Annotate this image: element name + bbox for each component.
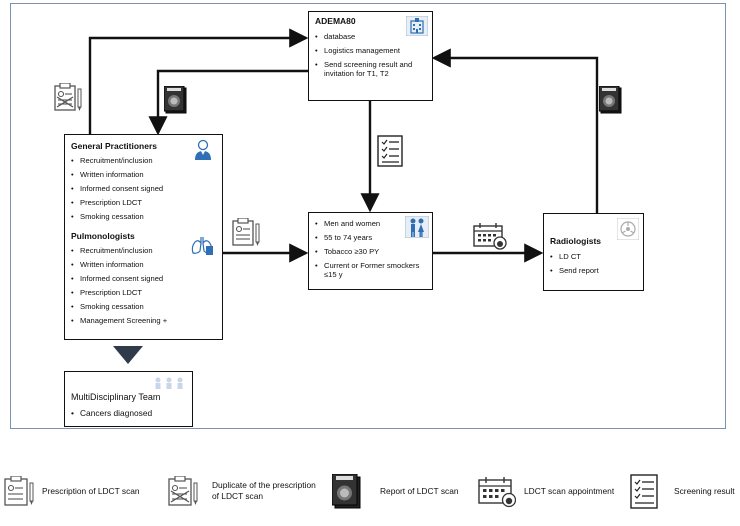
population-item: Men and women — [315, 219, 426, 229]
gp-item: Informed consent signed — [71, 184, 216, 194]
legend-label: LDCT scan appointment — [524, 486, 615, 496]
mdt-item: Cancers diagnosed — [71, 408, 186, 418]
mdt-title: MultiDisciplinary Team — [71, 392, 161, 402]
gp-item: Smoking cessation — [71, 212, 216, 222]
doctors-box: General Practitioners Recruitment/inclus… — [64, 134, 223, 340]
gp-title: General Practitioners — [71, 141, 157, 151]
pulmo-item: Informed consent signed — [71, 274, 216, 284]
arrow-gp-to-adema — [88, 28, 309, 138]
radiologists-box: Radiologists LD CT Send report — [543, 213, 644, 291]
radiologists-title: Radiologists — [550, 236, 602, 246]
gp-item: Recruitment/inclusion — [71, 156, 216, 166]
screening-result-icon — [377, 135, 405, 174]
team-icon — [152, 375, 186, 394]
pulmo-item: Written information — [71, 260, 216, 270]
pulmo-item: Management Screening + — [71, 316, 216, 326]
report-icon — [163, 85, 188, 119]
population-box: Men and women 55 to 74 years Tobacco ≥30… — [308, 212, 433, 290]
arrow-radio-to-adema — [431, 48, 599, 213]
prescription-icon — [4, 475, 36, 513]
pulmo-item: Prescription LDCT — [71, 288, 216, 298]
adema80-item: database — [315, 32, 426, 42]
couple-icon — [404, 215, 430, 243]
prescription-icon — [232, 217, 262, 253]
adema80-title: ADEMA80 — [315, 16, 356, 26]
diagram-frame — [10, 3, 726, 429]
radiologists-item: LD CT — [550, 252, 637, 262]
legend-appointment: LDCT scan appointment — [478, 460, 628, 520]
adema80-item: Send screening result and invitation for… — [315, 60, 426, 78]
legend-label: Screening result — [674, 486, 735, 496]
hospital-icon — [405, 15, 429, 41]
legend-label: Report of LDCT scan — [380, 486, 459, 496]
arrow-adema-to-gp — [148, 69, 308, 136]
legend-report: Report of LDCT scan — [331, 460, 472, 520]
calendar-appointment-icon — [478, 476, 517, 513]
legend-label: Prescription of LDCT scan — [42, 486, 140, 496]
doctor-icon — [194, 139, 212, 166]
population-item: Tobacco ≥30 PY — [315, 247, 426, 257]
calendar-appointment-icon — [473, 222, 507, 255]
pulmo-title: Pulmonologists — [71, 231, 135, 241]
adema80-item: Logistics management — [315, 46, 426, 56]
mdt-box: MultiDisciplinary Team Cancers diagnosed — [64, 371, 193, 427]
lungs-icon — [190, 234, 214, 261]
duplicate-prescription-icon — [168, 475, 200, 515]
radiologists-item: Send report — [550, 266, 637, 276]
pulmo-item: Recruitment/inclusion — [71, 246, 216, 256]
triangle-to-mdt — [113, 346, 143, 364]
legend-duplicate: Duplicate of the prescription of LDCT sc… — [168, 460, 328, 520]
report-icon — [598, 85, 623, 119]
legend-screening: Screening result — [630, 460, 738, 520]
radiology-icon — [616, 217, 640, 245]
adema80-box: ADEMA80 database Logistics management Se… — [308, 11, 433, 101]
screening-result-icon — [630, 474, 660, 515]
legend-label: Duplicate of the prescription of LDCT sc… — [212, 480, 316, 501]
population-item: Current or Former smockers ≤15 y — [315, 261, 426, 279]
population-item: 55 to 74 years — [315, 233, 426, 243]
duplicate-prescription-icon — [54, 82, 84, 120]
gp-item: Prescription LDCT — [71, 198, 216, 208]
gp-item: Written information — [71, 170, 216, 180]
legend-prescription: Prescription of LDCT scan — [4, 460, 174, 520]
report-icon — [331, 473, 362, 515]
pulmo-item: Smoking cessation — [71, 302, 216, 312]
